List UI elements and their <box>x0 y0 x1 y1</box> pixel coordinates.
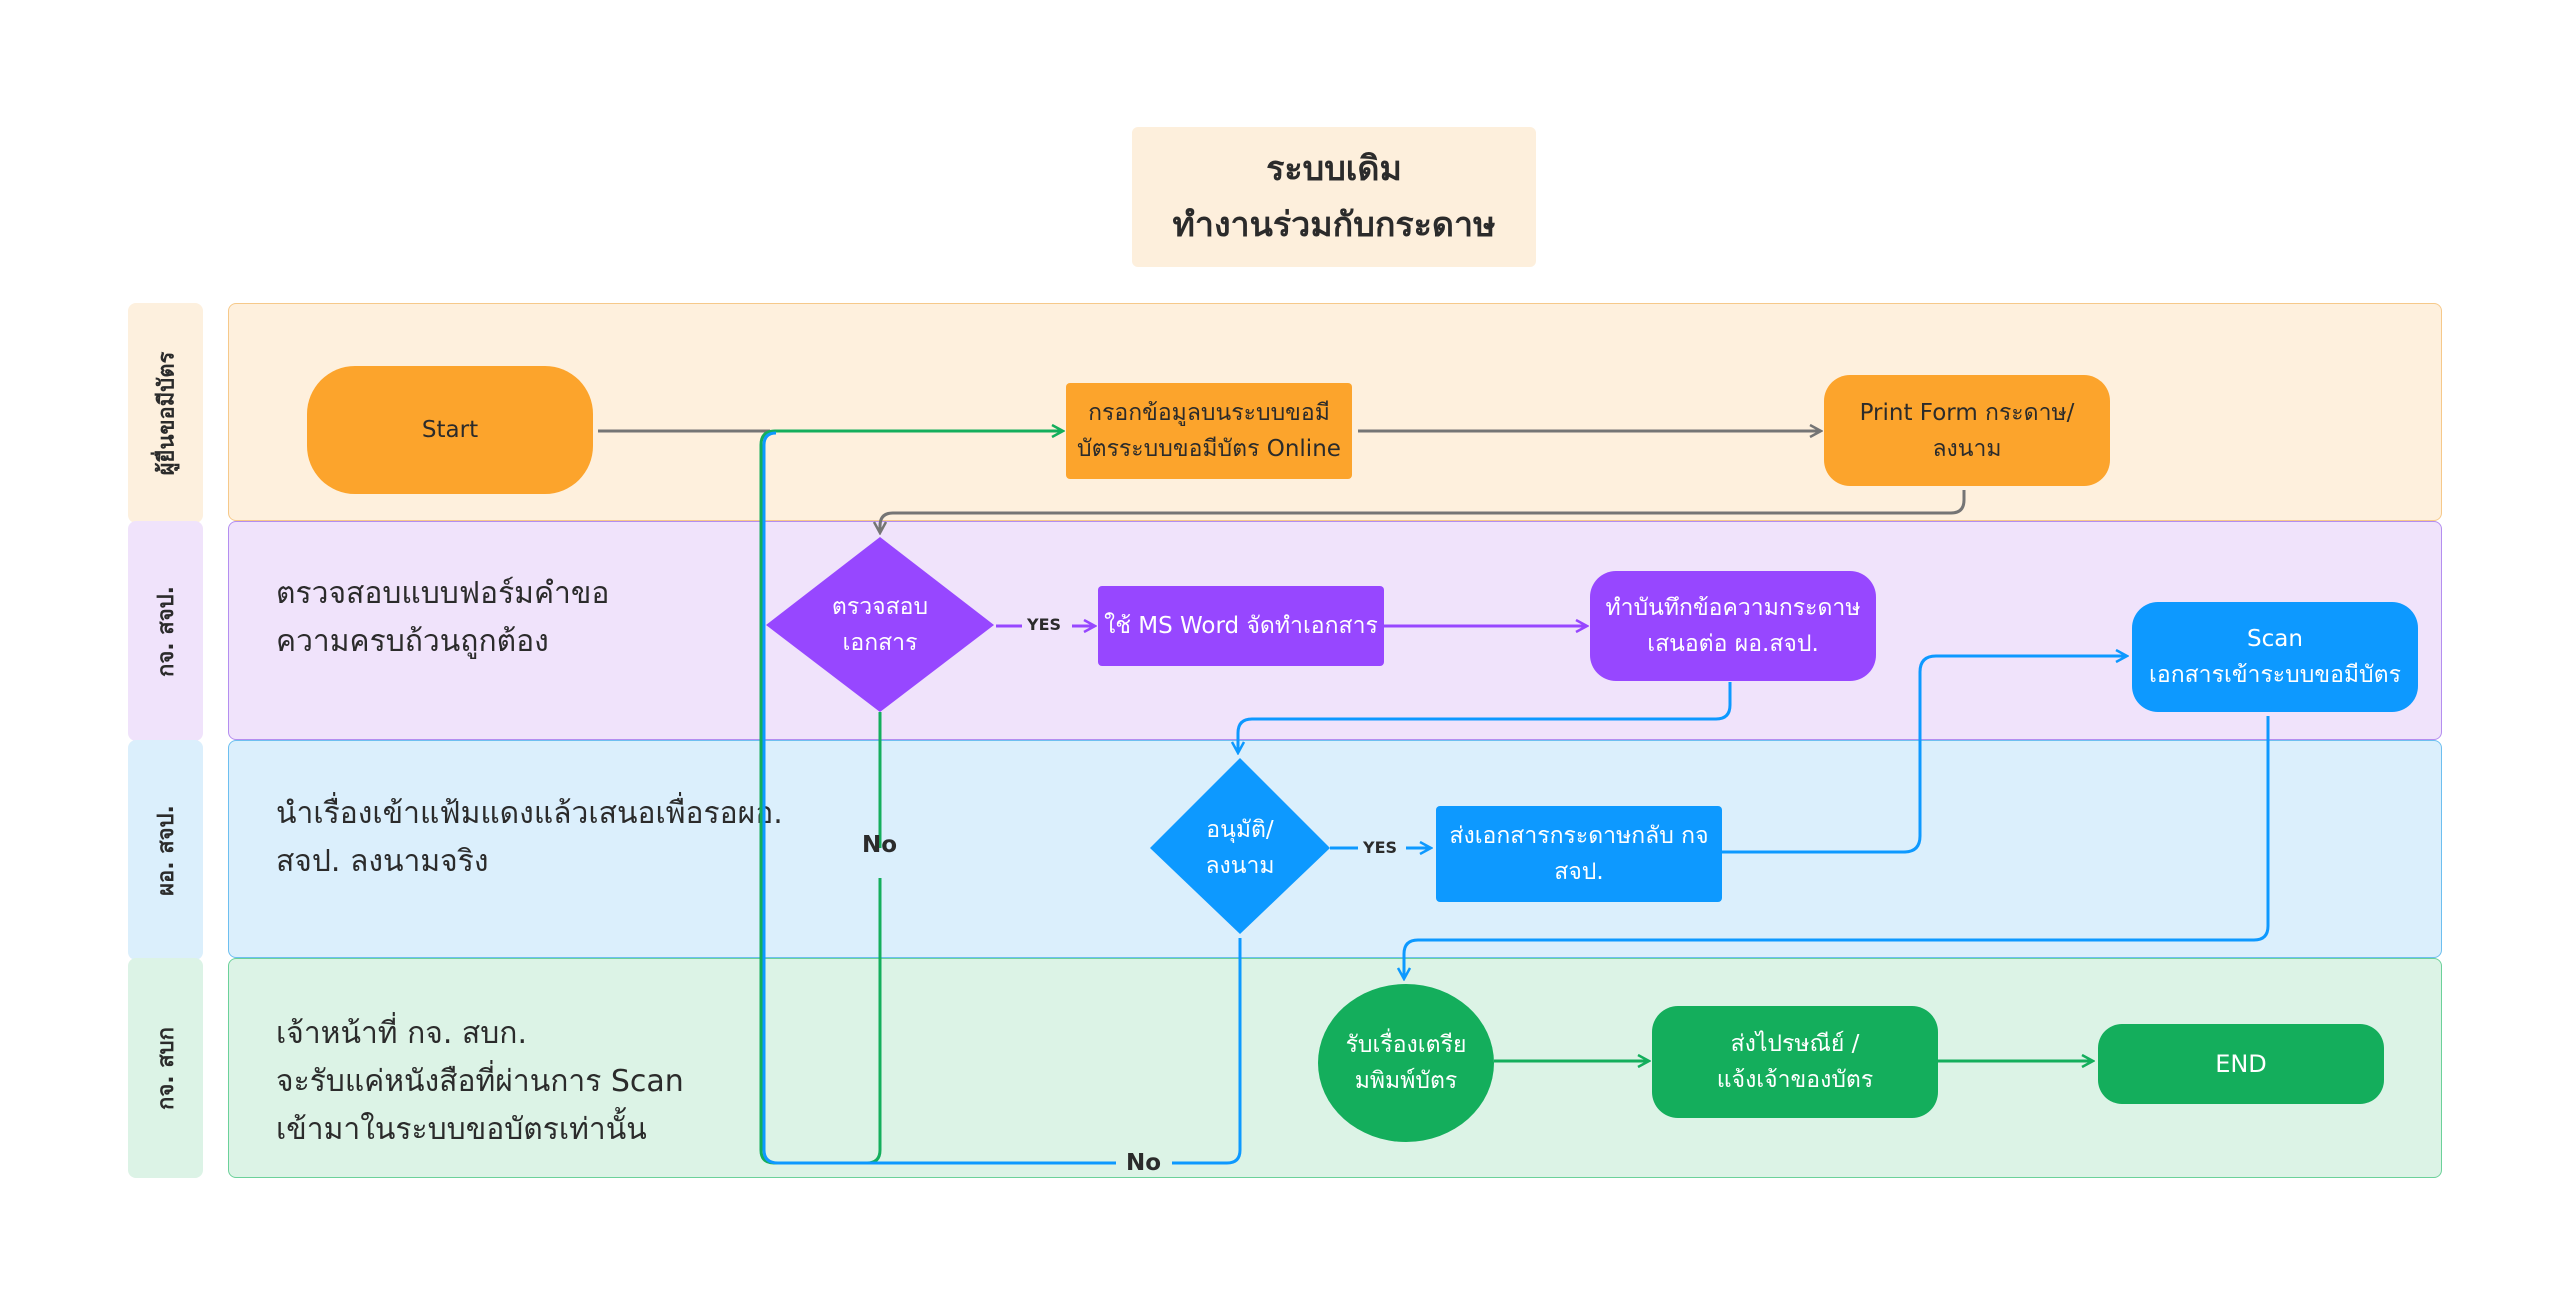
send-back-node: ส่งเอกสารกระดาษกลับ กจ สจป. <box>1436 806 1722 902</box>
edge-approve-no-return <box>762 431 1242 1165</box>
lane-label-kj-sbk: กจ. สบก <box>128 958 203 1178</box>
lane-label-applicant: ผู้ยื่นขอมีบัตร <box>128 303 203 523</box>
edge-send-to-scan <box>1720 656 2126 854</box>
decision-approve-label: อนุมัติ/ ลงนาม <box>1205 817 1275 879</box>
post-notify-node: ส่งไปรษณีย์ / แจ้งเจ้าของบัตร <box>1652 1006 1938 1118</box>
edge-label-yes-approve: YES <box>1363 838 1398 857</box>
decision-check-docs-label: ตรวจสอบ เอกสาร <box>831 594 929 656</box>
edge-memo-to-approve <box>1238 682 1732 752</box>
lane-label-director-sjp: ผอ. สจป. <box>128 740 203 960</box>
scan-node: Scan เอกสารเข้าระบบขอมีบัตร <box>2132 602 2418 712</box>
start-node: Start <box>307 366 593 494</box>
lane-description-kj-sbk: เจ้าหน้าที่ กจ. สบก. จะรับแค่หนังสือที่ผ… <box>276 1016 684 1147</box>
title-line-2: ทำงานร่วมกับกระดาษ <box>1172 205 1496 245</box>
lane-label-kj-sjp: กจ. สจป. <box>128 521 203 741</box>
edge-label-no-approve: No <box>1126 1150 1162 1176</box>
fill-form-node: กรอกข้อมูลบนระบบขอมี บัตรระบบขอมีบัตร On… <box>1066 383 1352 479</box>
decision-approve-shape <box>1150 758 1330 934</box>
lane-description-director-sjp: นำเรื่องเข้าแฟ้มแดงแล้วเสนอเพื่อรอผอ. สจ… <box>276 796 783 879</box>
decision-check-docs-shape <box>766 537 994 712</box>
diagram-title: ระบบเดิม ทำงานร่วมกับกระดาษ <box>1132 127 1536 267</box>
ms-word-node: ใช้ MS Word จัดทำเอกสาร <box>1098 586 1384 666</box>
memo-node: ทำบันทึกข้อความกระดาษ เสนอต่อ ผอ.สจป. <box>1590 571 1876 681</box>
lane-description-kj-sjp: ตรวจสอบแบบฟอร์มคำขอ ความครบถ้วนถูกต้อง <box>276 576 610 659</box>
edge-label-no-check: No <box>862 832 898 858</box>
edge-scan-to-receive <box>1404 716 2270 978</box>
end-node: END <box>2098 1024 2384 1104</box>
receive-print-node: รับเรื่องเตรีย มพิมพ์บัตร <box>1318 984 1494 1142</box>
edge-label-yes-check: YES <box>1027 615 1062 634</box>
edge-print-to-check <box>880 490 1966 532</box>
print-form-node: Print Form กระดาษ/ ลงนาม <box>1824 375 2110 486</box>
edge-check-no-return <box>759 431 1062 1165</box>
title-line-1: ระบบเดิม <box>1266 149 1402 189</box>
